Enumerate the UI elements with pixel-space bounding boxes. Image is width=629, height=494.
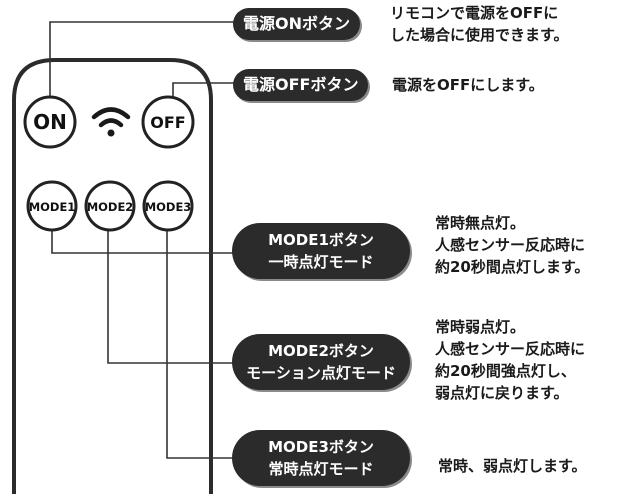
power-on-desc-line-2: した場合に使用できます。 (390, 26, 569, 44)
mode1-description: 常時無点灯。 人感センサー反応時に 約20秒間点灯します。 (435, 212, 589, 278)
mode2-label-line-2: モーション点灯モード (246, 364, 396, 382)
connector-mode2 (107, 230, 235, 364)
mode1-label-line-2: 一時点灯モード (268, 253, 374, 271)
connector-power-off (172, 82, 238, 96)
mode2-desc-line-3: 約20秒間強点灯し、 (435, 362, 576, 380)
mode3-button[interactable]: MODE3 (142, 180, 194, 232)
wifi-signal-icon (91, 107, 131, 137)
mode1-desc-line-3: 約20秒間点灯します。 (435, 258, 590, 276)
on-button[interactable]: ON (23, 95, 77, 149)
off-button[interactable]: OFF (141, 95, 195, 149)
power-on-description: リモコンで電源をOFFに した場合に使用できます。 (390, 2, 569, 46)
power-off-label: 電源OFFボタン (233, 69, 369, 101)
power-off-desc-line-1: 電源をOFFにします。 (392, 76, 544, 94)
mode3-label: MODE3ボタン 常時点灯モード (232, 430, 410, 486)
mode2-label: MODE2ボタン モーション点灯モード (232, 334, 410, 390)
power-on-label: 電源ONボタン (233, 8, 360, 40)
mode3-button-label: MODE3 (145, 200, 192, 214)
mode2-desc-line-2: 人感センサー反応時に (435, 340, 586, 358)
power-on-desc-line-1: リモコンで電源をOFFに (390, 4, 559, 22)
off-button-label: OFF (150, 113, 185, 132)
mode2-button-label: MODE2 (87, 200, 134, 214)
power-on-label-text: 電源ONボタン (243, 14, 350, 33)
mode1-label-line-1: MODE1ボタン (268, 231, 374, 249)
mode2-button[interactable]: MODE2 (84, 180, 136, 232)
connector-mode3 (166, 230, 235, 459)
on-button-label: ON (33, 110, 67, 134)
connector-mode1 (51, 230, 235, 254)
mode1-button[interactable]: MODE1 (26, 180, 78, 232)
mode1-button-label: MODE1 (29, 200, 76, 214)
mode1-desc-line-1: 常時無点灯。 (435, 214, 526, 232)
mode3-description: 常時、弱点灯します。 (438, 455, 587, 477)
mode3-label-line-2: 常時点灯モード (268, 460, 374, 478)
power-off-description: 電源をOFFにします。 (392, 74, 544, 96)
mode2-description: 常時弱点灯。 人感センサー反応時に 約20秒間強点灯し、 弱点灯に戻ります。 (435, 316, 585, 404)
mode1-desc-line-2: 人感センサー反応時に (435, 236, 586, 254)
mode1-label: MODE1ボタン 一時点灯モード (232, 223, 410, 279)
power-off-label-text: 電源OFFボタン (243, 75, 359, 94)
connector-power-on (49, 21, 238, 97)
mode2-label-line-1: MODE2ボタン (268, 342, 374, 360)
mode2-desc-line-4: 弱点灯に戻ります。 (435, 384, 569, 402)
mode2-desc-line-1: 常時弱点灯。 (435, 318, 526, 336)
mode3-desc-line-1: 常時、弱点灯します。 (438, 457, 587, 475)
connector-lines (49, 21, 238, 459)
mode3-label-line-1: MODE3ボタン (268, 438, 374, 456)
